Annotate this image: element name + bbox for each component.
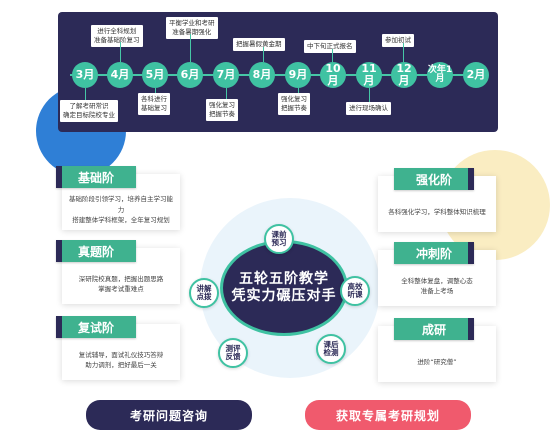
stage-title-chenggong: 成研 xyxy=(394,318,474,340)
note-jul: 强化复习把握节奏 xyxy=(206,99,238,121)
tick xyxy=(120,42,121,62)
consult-button[interactable]: 考研问题咨询 xyxy=(86,400,252,430)
stage-card-fushi[interactable]: 复试阶 复试辅导，面试礼仪技巧答辩助力调剂，把好最后一关 xyxy=(56,316,180,380)
note-dec: 参加初试 xyxy=(382,34,414,47)
slogan-line-2: 凭实力碾压对手 xyxy=(231,288,337,304)
stage-desc-zhenti: 深研院校真题，把握出题思路掌握考试重难点 xyxy=(78,274,164,293)
bubble-listen: 高效听课 xyxy=(340,276,370,306)
stage-card-chongci[interactable]: 冲刺阶 全科整体复盘，调整心态准备上考场 xyxy=(378,242,496,306)
tick xyxy=(369,88,370,102)
month-2[interactable]: 2月 xyxy=(463,62,489,88)
stage-card-qianghua[interactable]: 强化阶 各科强化学习，学科整体知识梳理 xyxy=(378,168,496,232)
month-3[interactable]: 3月 xyxy=(72,62,98,88)
month-9[interactable]: 9月 xyxy=(285,62,311,88)
note-aug: 把握暑假黄金期 xyxy=(233,38,285,51)
month-11[interactable]: 11月 xyxy=(356,62,382,88)
timeline-line xyxy=(70,74,486,76)
bubble-preview: 课前预习 xyxy=(264,224,294,254)
tick xyxy=(190,34,191,62)
tick xyxy=(298,88,299,94)
timeline-panel: 进行全科规划准备基础阶复习 平衡学业和考研准备暑期强化 把握暑假黄金期 中下旬正… xyxy=(58,12,498,132)
stage-title-fushi: 复试阶 xyxy=(56,316,136,338)
month-7[interactable]: 7月 xyxy=(213,62,239,88)
stage-title-jichu: 基础阶 xyxy=(56,166,136,188)
stage-desc-jichu: 基础阶段引领学习，培养自主学习能力搭建整体学科框架，全年复习规划 xyxy=(69,195,173,225)
note-mar: 了解考研常识确定目标院校专业 xyxy=(60,100,118,122)
stage-card-zhenti[interactable]: 真题阶 深研院校真题，把握出题思路掌握考试重难点 xyxy=(56,240,180,304)
month-8[interactable]: 8月 xyxy=(249,62,275,88)
tick xyxy=(85,88,86,102)
bubble-feedback: 测评反馈 xyxy=(218,338,248,368)
note-oct: 中下旬正式报名 xyxy=(304,40,356,53)
stage-desc-chongci: 全科整体复盘，调整心态准备上考场 xyxy=(401,276,473,295)
month-12[interactable]: 12月 xyxy=(391,62,417,88)
stage-desc-qianghua: 各科强化学习，学科整体知识梳理 xyxy=(388,207,486,216)
bubble-test: 课后检测 xyxy=(316,334,346,364)
tick xyxy=(403,43,404,62)
month-5[interactable]: 5月 xyxy=(142,62,168,88)
tick xyxy=(155,88,156,94)
stage-card-chenggong[interactable]: 成研 进阶“研究僧” xyxy=(378,318,496,382)
stage-card-jichu[interactable]: 基础阶 基础阶段引领学习，培养自主学习能力搭建整体学科框架，全年复习规划 xyxy=(56,166,180,230)
tick xyxy=(263,47,264,62)
stage-desc-fushi: 复试辅导，面试礼仪技巧答辩助力调剂，把好最后一关 xyxy=(78,350,164,369)
note-nov: 进行现场确认 xyxy=(346,102,391,115)
tick xyxy=(226,88,227,100)
note-jun: 平衡学业和考研准备暑期强化 xyxy=(166,17,218,39)
stage-title-zhenti: 真题阶 xyxy=(56,240,136,262)
note-sep: 强化复习把握节奏 xyxy=(278,93,310,115)
stage-title-qianghua: 强化阶 xyxy=(394,168,474,190)
month-10[interactable]: 10月 xyxy=(320,62,346,88)
tick xyxy=(332,49,333,62)
stage-desc-chenggong: 进阶“研究僧” xyxy=(417,357,457,366)
note-apr: 进行全科规划准备基础阶复习 xyxy=(91,25,143,47)
slogan-line-1: 五轮五阶教学 xyxy=(239,270,329,287)
month-6[interactable]: 6月 xyxy=(177,62,203,88)
month-next-1[interactable]: 次年1月 xyxy=(427,62,453,88)
center-slogan: 五轮五阶教学 凭实力碾压对手 xyxy=(220,240,348,336)
bubble-explain: 讲解点拨 xyxy=(189,278,219,308)
month-4[interactable]: 4月 xyxy=(107,62,133,88)
note-may: 各科进行基础复习 xyxy=(138,93,170,115)
get-plan-button[interactable]: 获取专属考研规划 xyxy=(305,400,471,430)
stage-title-chongci: 冲刺阶 xyxy=(394,242,474,264)
